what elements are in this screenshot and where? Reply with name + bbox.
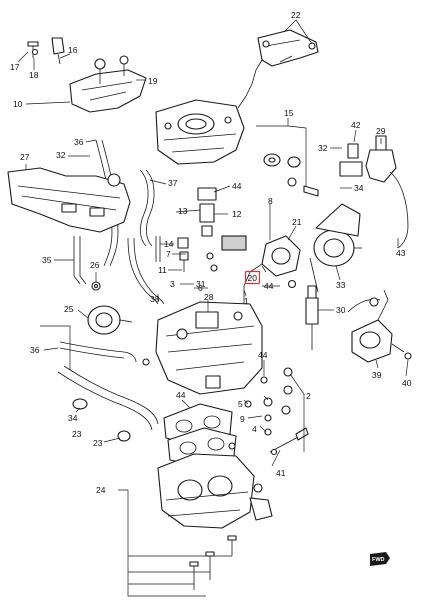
mounting-bolts-24 (189, 535, 237, 590)
callout-40: 40 (402, 378, 412, 388)
callout-11: 11 (158, 265, 167, 275)
callout-22: 22 (291, 10, 301, 20)
vacuum-valve-25 (87, 305, 133, 335)
callout-34: 34 (354, 183, 364, 193)
hose-lower (57, 341, 159, 442)
callout-24: 24 (96, 485, 106, 495)
hoses-35-38 (73, 236, 165, 305)
gasket-stack (163, 403, 237, 467)
choke-linkage (69, 55, 147, 113)
dashpot-39 (347, 289, 412, 363)
front-direction-badge: FWD (370, 552, 390, 566)
callout-23-lower: 23 (93, 438, 103, 448)
callout-32-left: 32 (56, 150, 66, 160)
callout-16: 16 (68, 45, 78, 55)
choke-heater-29 (365, 135, 409, 249)
callout-42: 42 (351, 120, 361, 130)
small-screws-right (244, 367, 293, 436)
callout-13: 13 (178, 206, 188, 216)
callout-labels: 22 17 18 16 19 10 15 36 42 29 27 32 32 3… (10, 10, 412, 495)
air-cleaner-bracket (7, 167, 131, 233)
callout-23-left: 23 (72, 429, 82, 439)
callout-27: 27 (20, 152, 30, 162)
callout-26: 26 (90, 260, 100, 270)
callout-5: 5 (238, 399, 243, 409)
solenoid-valve-stack (155, 187, 247, 272)
callout-14: 14 (164, 239, 174, 249)
callout-31: 31 (196, 279, 206, 289)
idle-adjust-screw-41 (269, 427, 309, 456)
vacuum-diaphragm-33 (313, 203, 362, 267)
callout-15: 15 (284, 108, 294, 118)
vacuum-fitting-set (263, 153, 319, 197)
callout-7: 7 (166, 249, 171, 259)
callout-20-highlight-box (244, 270, 261, 285)
callout-44-top: 44 (232, 181, 242, 191)
fuel-hose-37 (139, 169, 155, 247)
front-badge-text: FWD (372, 557, 385, 563)
callout-12: 12 (232, 209, 242, 219)
carburetor-main-body (155, 286, 263, 395)
fuel-cut-solenoid-30 (305, 257, 319, 350)
small-fittings (91, 281, 379, 366)
callout-44-right: 44 (258, 350, 268, 360)
callout-20[interactable]: 20 (248, 273, 258, 283)
callout-30: 30 (336, 305, 346, 315)
top-left-bolts (27, 37, 65, 65)
callout-4: 4 (252, 424, 257, 434)
callout-18: 18 (29, 70, 39, 80)
callout-43: 43 (396, 248, 406, 258)
callout-44-mid: 44 (264, 281, 274, 291)
callout-39: 39 (372, 370, 382, 380)
callout-37: 37 (168, 178, 178, 188)
callout-38: 38 (150, 294, 160, 304)
callout-29: 29 (376, 126, 386, 136)
callout-34-lower: 34 (68, 413, 78, 423)
callout-1: 1 (244, 296, 249, 306)
callout-36-lower: 36 (30, 345, 40, 355)
callout-8: 8 (268, 196, 273, 206)
callout-25: 25 (64, 304, 74, 314)
callout-17: 17 (10, 62, 20, 72)
callout-36-upper: 36 (74, 137, 84, 147)
callout-44-gasket: 44 (176, 390, 186, 400)
callout-35: 35 (42, 255, 52, 265)
throttle-positioner-21 (243, 235, 301, 289)
callout-10: 10 (13, 99, 23, 109)
callout-32-right: 32 (318, 143, 328, 153)
air-horn-cover (155, 99, 245, 165)
vacuum-hose-upper (95, 139, 119, 267)
plug-42 (339, 143, 363, 177)
throttle-bracket (237, 29, 319, 109)
callout-21: 21 (292, 217, 302, 227)
callout-3: 3 (170, 279, 175, 289)
callout-19: 19 (148, 76, 158, 86)
callout-28: 28 (204, 292, 214, 302)
throttle-body (157, 442, 273, 529)
callout-6: 6 (198, 283, 203, 293)
callout-2: 2 (306, 391, 311, 401)
callout-33: 33 (336, 280, 346, 290)
callout-41: 41 (276, 468, 286, 478)
leader-lines (17, 19, 409, 597)
callout-9: 9 (240, 414, 245, 424)
